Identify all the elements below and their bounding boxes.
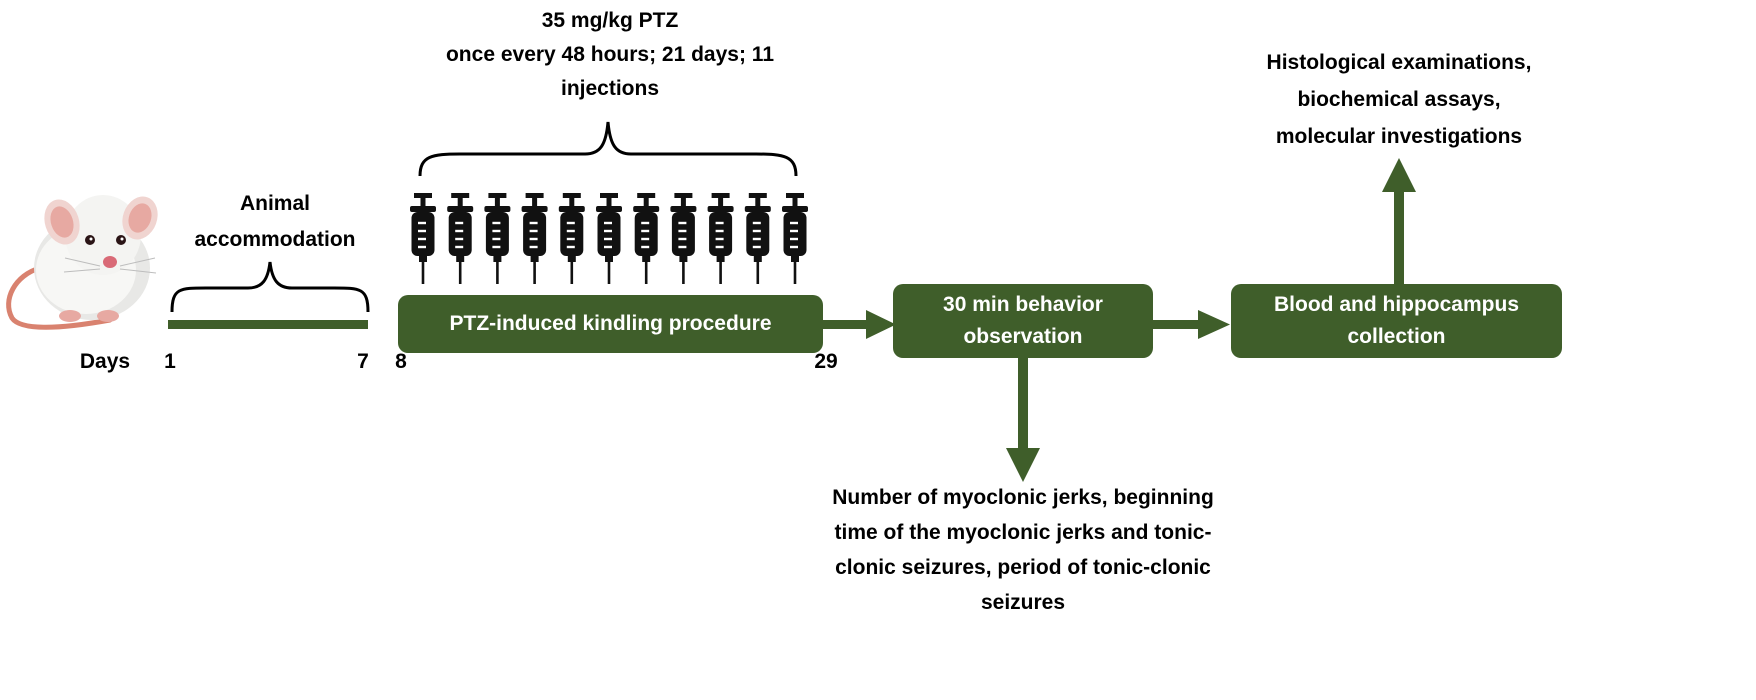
arrow-down-icon xyxy=(1006,448,1040,482)
accommodation-label-line: accommodation xyxy=(194,228,356,251)
days-label: Days xyxy=(79,350,131,373)
syringe-icon xyxy=(483,191,512,286)
behavior-outcome-line: Number of myoclonic jerks, beginning xyxy=(832,486,1214,509)
syringe-icon xyxy=(446,191,475,286)
analysis-outcome-line: Histological examinations, xyxy=(1266,51,1532,74)
behavior-outcome-line: seizures xyxy=(980,591,1066,614)
collection-label: Blood and hippocampus xyxy=(1274,293,1519,316)
dose-label-line: injections xyxy=(560,77,660,100)
syringe-row xyxy=(408,191,810,286)
accommodation-label: Animal accommodation xyxy=(175,186,375,258)
dose-label: 35 mg/kg PTZ once every 48 hours; 21 day… xyxy=(330,4,890,106)
kindling-procedure-box: PTZ-induced kindling procedure xyxy=(398,295,823,353)
kindling-procedure-label: PTZ-induced kindling procedure xyxy=(449,312,772,335)
day-8-label: 8 xyxy=(395,350,407,373)
day-1-label: 1 xyxy=(164,350,176,373)
accommodation-timeline-bar xyxy=(168,320,368,329)
analysis-outcome-line: molecular investigations xyxy=(1275,125,1523,148)
syringe-icon xyxy=(557,191,586,286)
arrow-to-collection-icon xyxy=(1198,310,1230,339)
syringe-icon xyxy=(743,191,772,286)
injection-brace xyxy=(418,121,798,177)
behavior-observation-label: 30 min behavior xyxy=(943,293,1103,316)
behavior-observation-box: 30 min behavior observation xyxy=(893,284,1153,358)
syringe-icon xyxy=(632,191,661,286)
arrow-down-shaft xyxy=(1018,356,1028,450)
day-29-label: 29 xyxy=(814,350,838,373)
analysis-outcome-line: biochemical assays, xyxy=(1297,88,1501,111)
connector-to-collection xyxy=(1153,320,1201,329)
behavior-outcome-line: clonic seizures, period of tonic-clonic xyxy=(835,556,1211,579)
syringe-icon xyxy=(780,191,810,286)
syringe-icon xyxy=(408,191,438,286)
behavior-observation-label: observation xyxy=(963,325,1083,348)
arrow-to-observation-icon xyxy=(866,310,896,339)
behavior-outcomes-text: Number of myoclonic jerks, beginning tim… xyxy=(770,480,1276,620)
syringe-icon xyxy=(594,191,624,286)
dose-label-line: once every 48 hours; 21 days; 11 xyxy=(445,43,774,66)
collection-label: collection xyxy=(1347,325,1446,348)
rat-icon xyxy=(6,195,158,330)
blood-hippocampus-collection-box: Blood and hippocampus collection xyxy=(1231,284,1562,358)
timeline-connector xyxy=(820,320,868,329)
syringe-icon xyxy=(520,191,549,286)
syringe-icon xyxy=(669,191,698,286)
arrow-up-icon xyxy=(1382,158,1416,192)
syringe-icon xyxy=(706,191,735,286)
arrow-up-shaft xyxy=(1394,190,1404,284)
accommodation-label-line: Animal xyxy=(239,192,310,215)
day-7-label: 7 xyxy=(357,350,369,373)
analysis-outcomes-text: Histological examinations, biochemical a… xyxy=(1224,44,1574,155)
behavior-outcome-line: time of the myoclonic jerks and tonic- xyxy=(834,521,1212,544)
dose-label-line: 35 mg/kg PTZ xyxy=(541,9,679,32)
accommodation-brace xyxy=(170,261,370,313)
